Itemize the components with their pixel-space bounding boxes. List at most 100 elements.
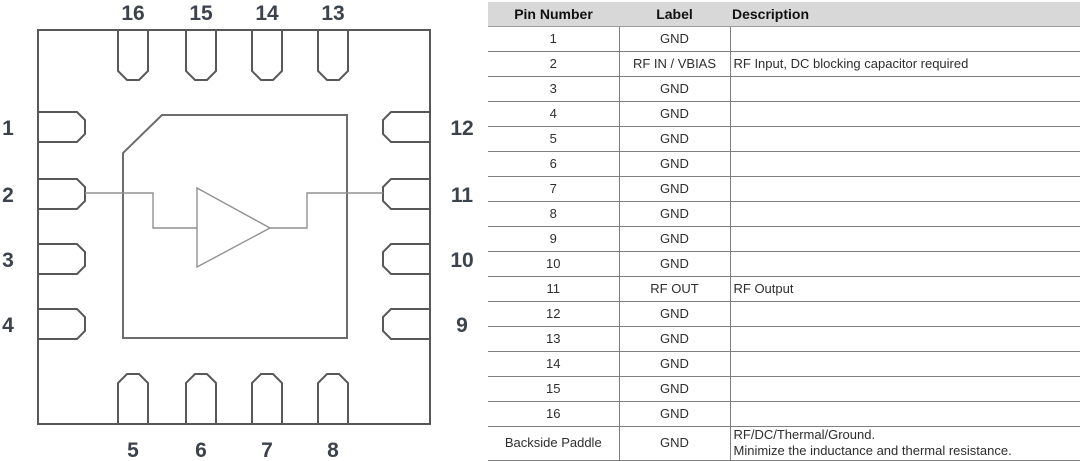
cell-label: GND [618,201,730,227]
pin-pad-8 [317,373,349,423]
cell-description [729,251,1080,277]
pin-pad-7 [251,373,283,423]
table-row: 2 RF IN / VBIAS RF Input, DC blocking ca… [488,51,1080,77]
cell-label: GND [618,326,730,352]
pin-description-table-container: Pin Number Label Description 1 GND 2 RF … [488,2,1080,461]
cell-description [729,76,1080,102]
table-header-row: Pin Number Label Description [488,2,1080,27]
pin-pad-9 [382,308,429,340]
cell-description: RF Input, DC blocking capacitor required [729,51,1080,77]
table-row: 14 GND [488,351,1080,377]
table-row: Backside Paddle GND RF/DC/Thermal/Ground… [488,426,1080,461]
pin-number-4: 4 [2,314,14,337]
top-pin-pads [117,31,349,81]
pin-pad-16 [117,31,149,81]
left-pin-pads [39,111,86,340]
table-row: 12 GND [488,301,1080,327]
table-row: 10 GND [488,251,1080,277]
package-pinout-diagram: 16 15 14 13 1 2 3 4 12 11 10 9 5 6 7 8 [0,0,490,461]
pin-number-16: 16 [121,2,144,25]
cell-description [729,326,1080,352]
cell-label: GND [618,26,730,52]
pin-number-10: 10 [450,249,473,272]
cell-description [729,226,1080,252]
cell-description [729,26,1080,52]
pin-number-6: 6 [195,439,207,461]
table-row: 16 GND [488,401,1080,427]
pin-number-13: 13 [321,2,344,25]
table-row: 3 GND [488,76,1080,102]
amplifier-symbol-icon [196,186,272,269]
header-pin-number: Pin Number [488,2,619,27]
pin-pad-10 [382,243,429,275]
cell-pin-number: 7 [488,176,619,202]
pin-number-labels: 16 15 14 13 1 2 3 4 12 11 10 9 5 6 7 8 [2,2,474,461]
cell-label: GND [618,376,730,402]
cell-description [729,201,1080,227]
cell-label: GND [618,126,730,152]
cell-label: GND [618,101,730,127]
cell-pin-number: 2 [488,51,619,77]
cell-pin-number: 6 [488,151,619,177]
cell-description [729,401,1080,427]
table-row: 6 GND [488,151,1080,177]
package-outline [37,29,431,425]
pin-pad-12 [382,111,429,143]
rf-output-trace [270,192,383,229]
pin-number-11: 11 [451,184,474,207]
bottom-pin-pads [117,373,349,423]
cell-label: GND [618,351,730,377]
pin-number-15: 15 [189,2,213,25]
pin-pad-6 [185,373,217,423]
pinout-svg: 16 15 14 13 1 2 3 4 12 11 10 9 5 6 7 8 [2,2,474,461]
table-body: 1 GND 2 RF IN / VBIAS RF Input, DC block… [488,26,1080,461]
cell-description [729,351,1080,377]
cell-description [729,151,1080,177]
pin-number-8: 8 [327,439,339,461]
table-row: 7 GND [488,176,1080,202]
table-row: 15 GND [488,376,1080,402]
pin-number-9: 9 [456,314,468,337]
cell-pin-number: 14 [488,351,619,377]
cell-pin-number: 13 [488,326,619,352]
cell-description: RF Output [729,276,1080,302]
cell-description [729,376,1080,402]
pin-pad-13 [317,31,349,81]
pin-pad-5 [117,373,149,423]
pin-number-12: 12 [450,117,473,140]
pin-pad-11 [382,178,429,210]
pin-pad-2 [39,178,86,210]
cell-description [729,301,1080,327]
cell-description [729,126,1080,152]
cell-label: RF IN / VBIAS [618,51,730,77]
table-row: 4 GND [488,101,1080,127]
table-row: 13 GND [488,326,1080,352]
header-description: Description [730,2,1080,27]
rf-input-trace [85,192,197,229]
table-row: 11 RF OUT RF Output [488,276,1080,302]
cell-description [729,101,1080,127]
pin-pad-3 [39,243,86,275]
cell-pin-number: 1 [488,26,619,52]
cell-pin-number: 15 [488,376,619,402]
pin-pad-4 [39,308,86,340]
table-row: 9 GND [488,226,1080,252]
cell-pin-number: 5 [488,126,619,152]
pin-number-3: 3 [2,249,14,272]
cell-label: GND [618,151,730,177]
cell-pin-number: 12 [488,301,619,327]
table-row: 5 GND [488,126,1080,152]
cell-label: GND [618,176,730,202]
cell-label: GND [618,76,730,102]
cell-pin-number: 10 [488,251,619,277]
cell-pin-number: 4 [488,101,619,127]
cell-pin-number: 16 [488,401,619,427]
cell-label: GND [618,251,730,277]
header-label: Label [619,2,730,27]
right-pin-pads [382,111,429,340]
cell-label: GND [618,401,730,427]
pin-number-14: 14 [255,2,279,25]
cell-description [729,176,1080,202]
cell-label: GND [618,301,730,327]
cell-label: GND [618,426,730,461]
